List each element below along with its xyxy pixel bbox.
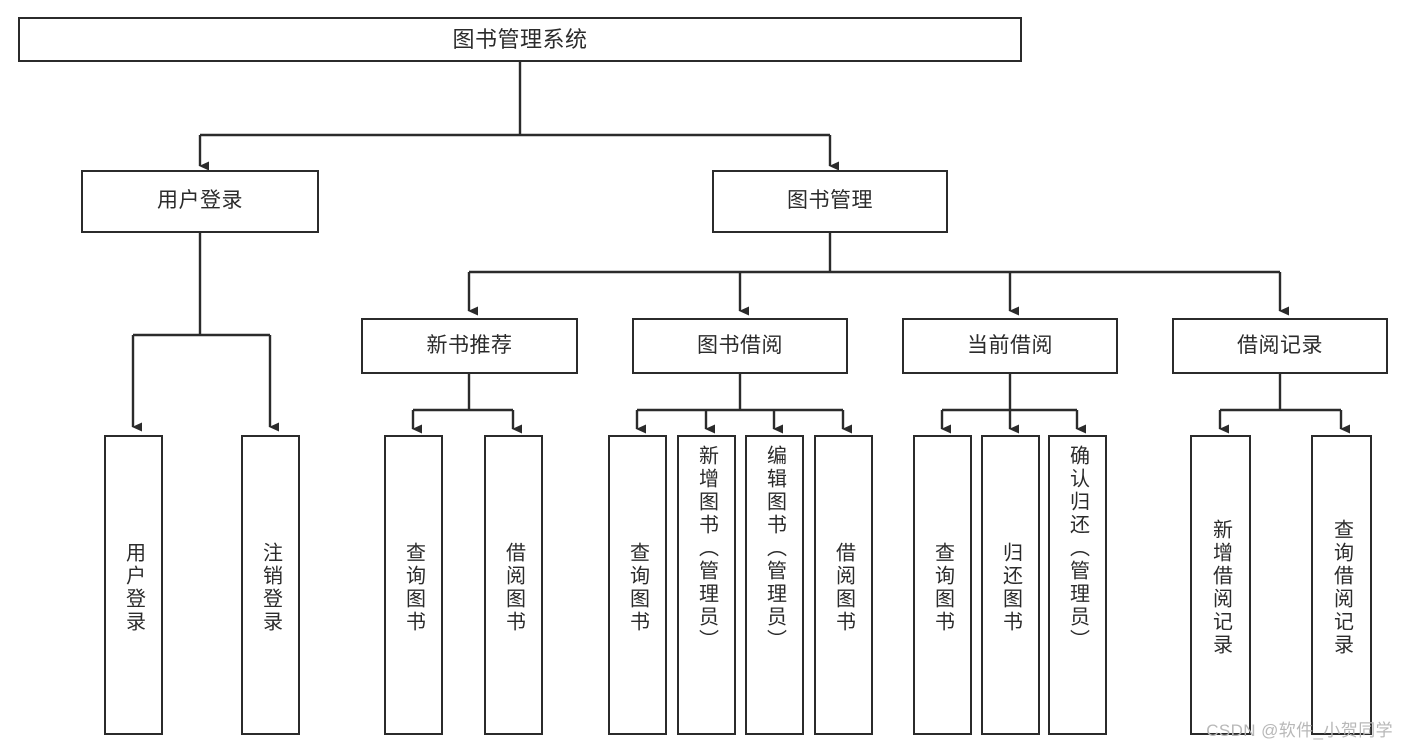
leaf-recommend-query-book[interactable]: 查询图书: [384, 435, 443, 735]
node-user-login[interactable]: 用户登录: [81, 170, 319, 233]
leaf-user-login[interactable]: 用户登录: [104, 435, 163, 735]
csdn-watermark: CSDN @软件_小贺同学: [1206, 721, 1393, 740]
node-book-borrow[interactable]: 图书借阅: [632, 318, 848, 374]
node-label: 编辑图书（管理员）: [763, 445, 786, 652]
node-label: 新增图书（管理员）: [695, 445, 718, 652]
node-label: 查询图书: [931, 542, 954, 634]
leaf-borrow-borrow-book[interactable]: 借阅图书: [814, 435, 873, 735]
leaf-borrow-edit-book[interactable]: 编辑图书（管理员）: [745, 435, 804, 735]
node-label: 归还图书: [999, 542, 1022, 634]
node-label: 借阅记录: [1237, 333, 1323, 357]
node-label: 图书管理系统: [452, 26, 588, 52]
node-label: 查询图书: [626, 542, 649, 634]
node-label: 确认归还（管理员）: [1066, 445, 1089, 652]
leaf-current-return-book[interactable]: 归还图书: [981, 435, 1040, 735]
node-new-book-recommend[interactable]: 新书推荐: [361, 318, 578, 374]
leaf-borrow-add-book[interactable]: 新增图书（管理员）: [677, 435, 736, 735]
node-label: 图书管理: [787, 189, 873, 213]
node-root-system[interactable]: 图书管理系统: [18, 17, 1022, 62]
leaf-record-query[interactable]: 查询借阅记录: [1311, 435, 1372, 735]
node-label: 用户登录: [122, 542, 145, 634]
leaf-user-logout[interactable]: 注销登录: [241, 435, 300, 735]
leaf-recommend-borrow-book[interactable]: 借阅图书: [484, 435, 543, 735]
leaf-borrow-query-book[interactable]: 查询图书: [608, 435, 667, 735]
node-label: 注销登录: [259, 542, 282, 634]
node-label: 当前借阅: [967, 333, 1053, 357]
node-book-manage[interactable]: 图书管理: [712, 170, 948, 233]
node-label: 查询图书: [402, 542, 425, 634]
node-borrow-record[interactable]: 借阅记录: [1172, 318, 1388, 374]
node-label: 借阅图书: [832, 542, 855, 634]
node-label: 借阅图书: [502, 542, 525, 634]
leaf-current-query-book[interactable]: 查询图书: [913, 435, 972, 735]
node-label: 查询借阅记录: [1330, 519, 1353, 657]
node-current-borrow[interactable]: 当前借阅: [902, 318, 1118, 374]
node-label: 新增借阅记录: [1209, 519, 1232, 657]
node-label: 用户登录: [157, 189, 243, 213]
leaf-current-confirm-return[interactable]: 确认归还（管理员）: [1048, 435, 1107, 735]
node-label: 图书借阅: [697, 333, 783, 357]
leaf-record-add[interactable]: 新增借阅记录: [1190, 435, 1251, 735]
node-label: 新书推荐: [426, 333, 513, 357]
